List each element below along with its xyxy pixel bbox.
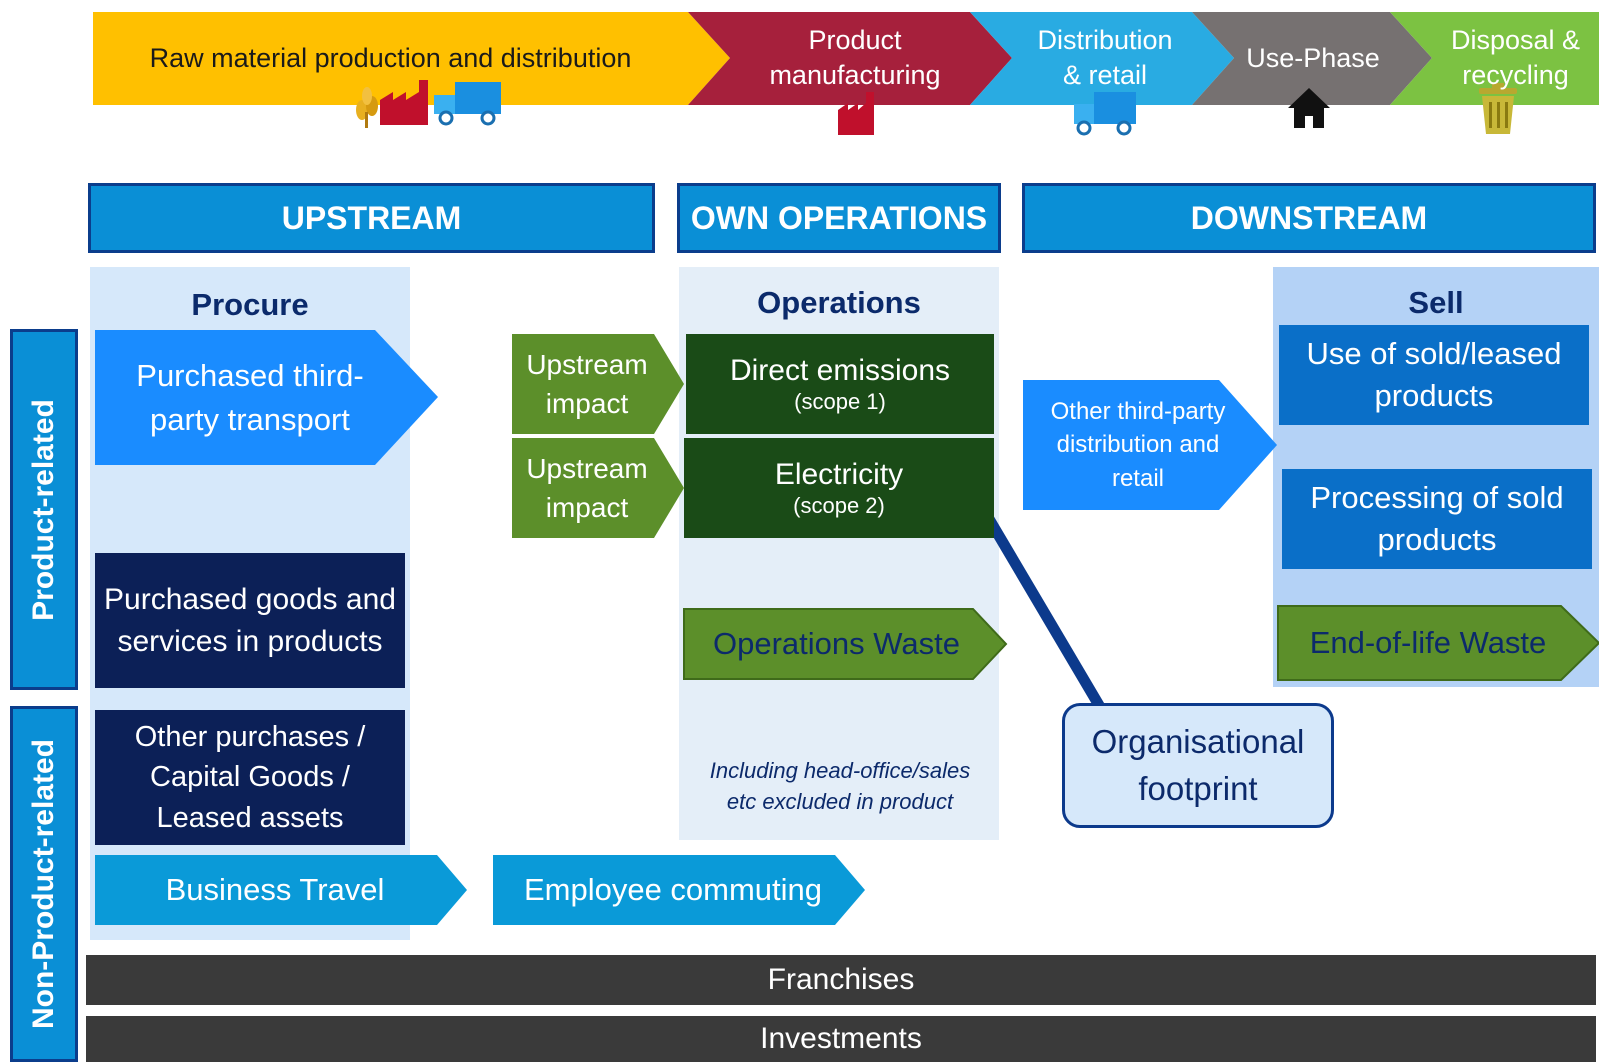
truck-icon — [1074, 92, 1136, 136]
upstream-impact-arrow-2 — [512, 438, 684, 538]
chain-stage-distribution-shape — [970, 12, 1234, 105]
investments-bar: Investments — [86, 1016, 1596, 1062]
chain-stage-use-label: Use-Phase — [1246, 42, 1380, 73]
chain-stage-use-shape — [1192, 12, 1432, 105]
product-related-label: Product-related — [10, 329, 78, 690]
franchises-bar: Franchises — [86, 955, 1596, 1005]
operations-note: Including head-office/sales etc excluded… — [709, 758, 971, 814]
upstream-impact-label-1: Upstream impact — [526, 348, 648, 419]
operations-waste-arrow — [683, 608, 1008, 680]
organisational-footprint-box: Organisational footprint — [1062, 703, 1334, 828]
chain-stage-raw-shape — [93, 12, 730, 105]
third-party-label: Other third-party distribution and retai… — [1050, 397, 1226, 492]
use-of-sold-box: Use of sold/leased products — [1279, 325, 1589, 425]
third-party-arrow — [1023, 380, 1277, 510]
chain-stage-manufacturing-label: Product manufacturing — [769, 24, 941, 90]
downstream-header: DOWNSTREAM — [1022, 183, 1596, 253]
truck-icon — [434, 82, 501, 126]
value-chain — [93, 12, 1599, 136]
wheat-icon — [356, 87, 378, 128]
direct-emissions-box: Direct emissions (scope 1) — [686, 334, 994, 434]
house-icon — [1288, 88, 1330, 128]
chain-stage-distribution-label: Distribution & retail — [1037, 24, 1173, 90]
other-purchases-box: Other purchases / Capital Goods / Leased… — [95, 710, 405, 845]
electricity-scope: (scope 2) — [793, 492, 885, 518]
chain-stage-manufacturing-shape — [688, 12, 1012, 105]
operations-title: Operations — [757, 285, 921, 320]
upstream-impact-arrow-1 — [512, 334, 684, 434]
factory-icon — [838, 92, 874, 135]
trash-bin-icon — [1479, 83, 1517, 134]
upstream-impact-label-2: Upstream impact — [526, 452, 648, 523]
own-operations-header: OWN OPERATIONS — [677, 183, 1001, 253]
business-travel-label: Business Travel — [165, 872, 385, 907]
processing-sold-box: Processing of sold products — [1282, 469, 1592, 569]
business-travel-arrow — [95, 855, 467, 925]
procure-title: Procure — [191, 287, 309, 322]
end-of-life-arrow — [1277, 605, 1599, 681]
electricity-box: Electricity (scope 2) — [684, 438, 994, 538]
employee-commuting-arrow — [493, 855, 865, 925]
purchased-goods-box: Purchased goods and services in products — [95, 553, 405, 688]
operations-waste-label: Operations Waste — [713, 626, 960, 661]
chain-stage-disposal-shape — [1390, 12, 1599, 105]
direct-emissions-scope: (scope 1) — [794, 388, 886, 414]
purchased-transport-label: Purchased third- party transport — [136, 358, 364, 437]
electricity-label: Electricity — [774, 457, 904, 491]
purchased-transport-arrow — [95, 330, 438, 465]
non-product-related-label: Non-Product-related — [10, 706, 78, 1062]
sell-title: Sell — [1408, 285, 1464, 320]
factory-icon — [380, 80, 428, 125]
upstream-header: UPSTREAM — [88, 183, 655, 253]
chain-stage-disposal-label: Disposal & recycling — [1450, 24, 1581, 90]
chain-stage-raw-label: Raw material production and distribution — [149, 43, 632, 73]
direct-emissions-label: Direct emissions — [729, 353, 951, 387]
employee-commuting-label: Employee commuting — [523, 872, 823, 907]
end-of-life-label: End-of-life Waste — [1309, 625, 1547, 660]
